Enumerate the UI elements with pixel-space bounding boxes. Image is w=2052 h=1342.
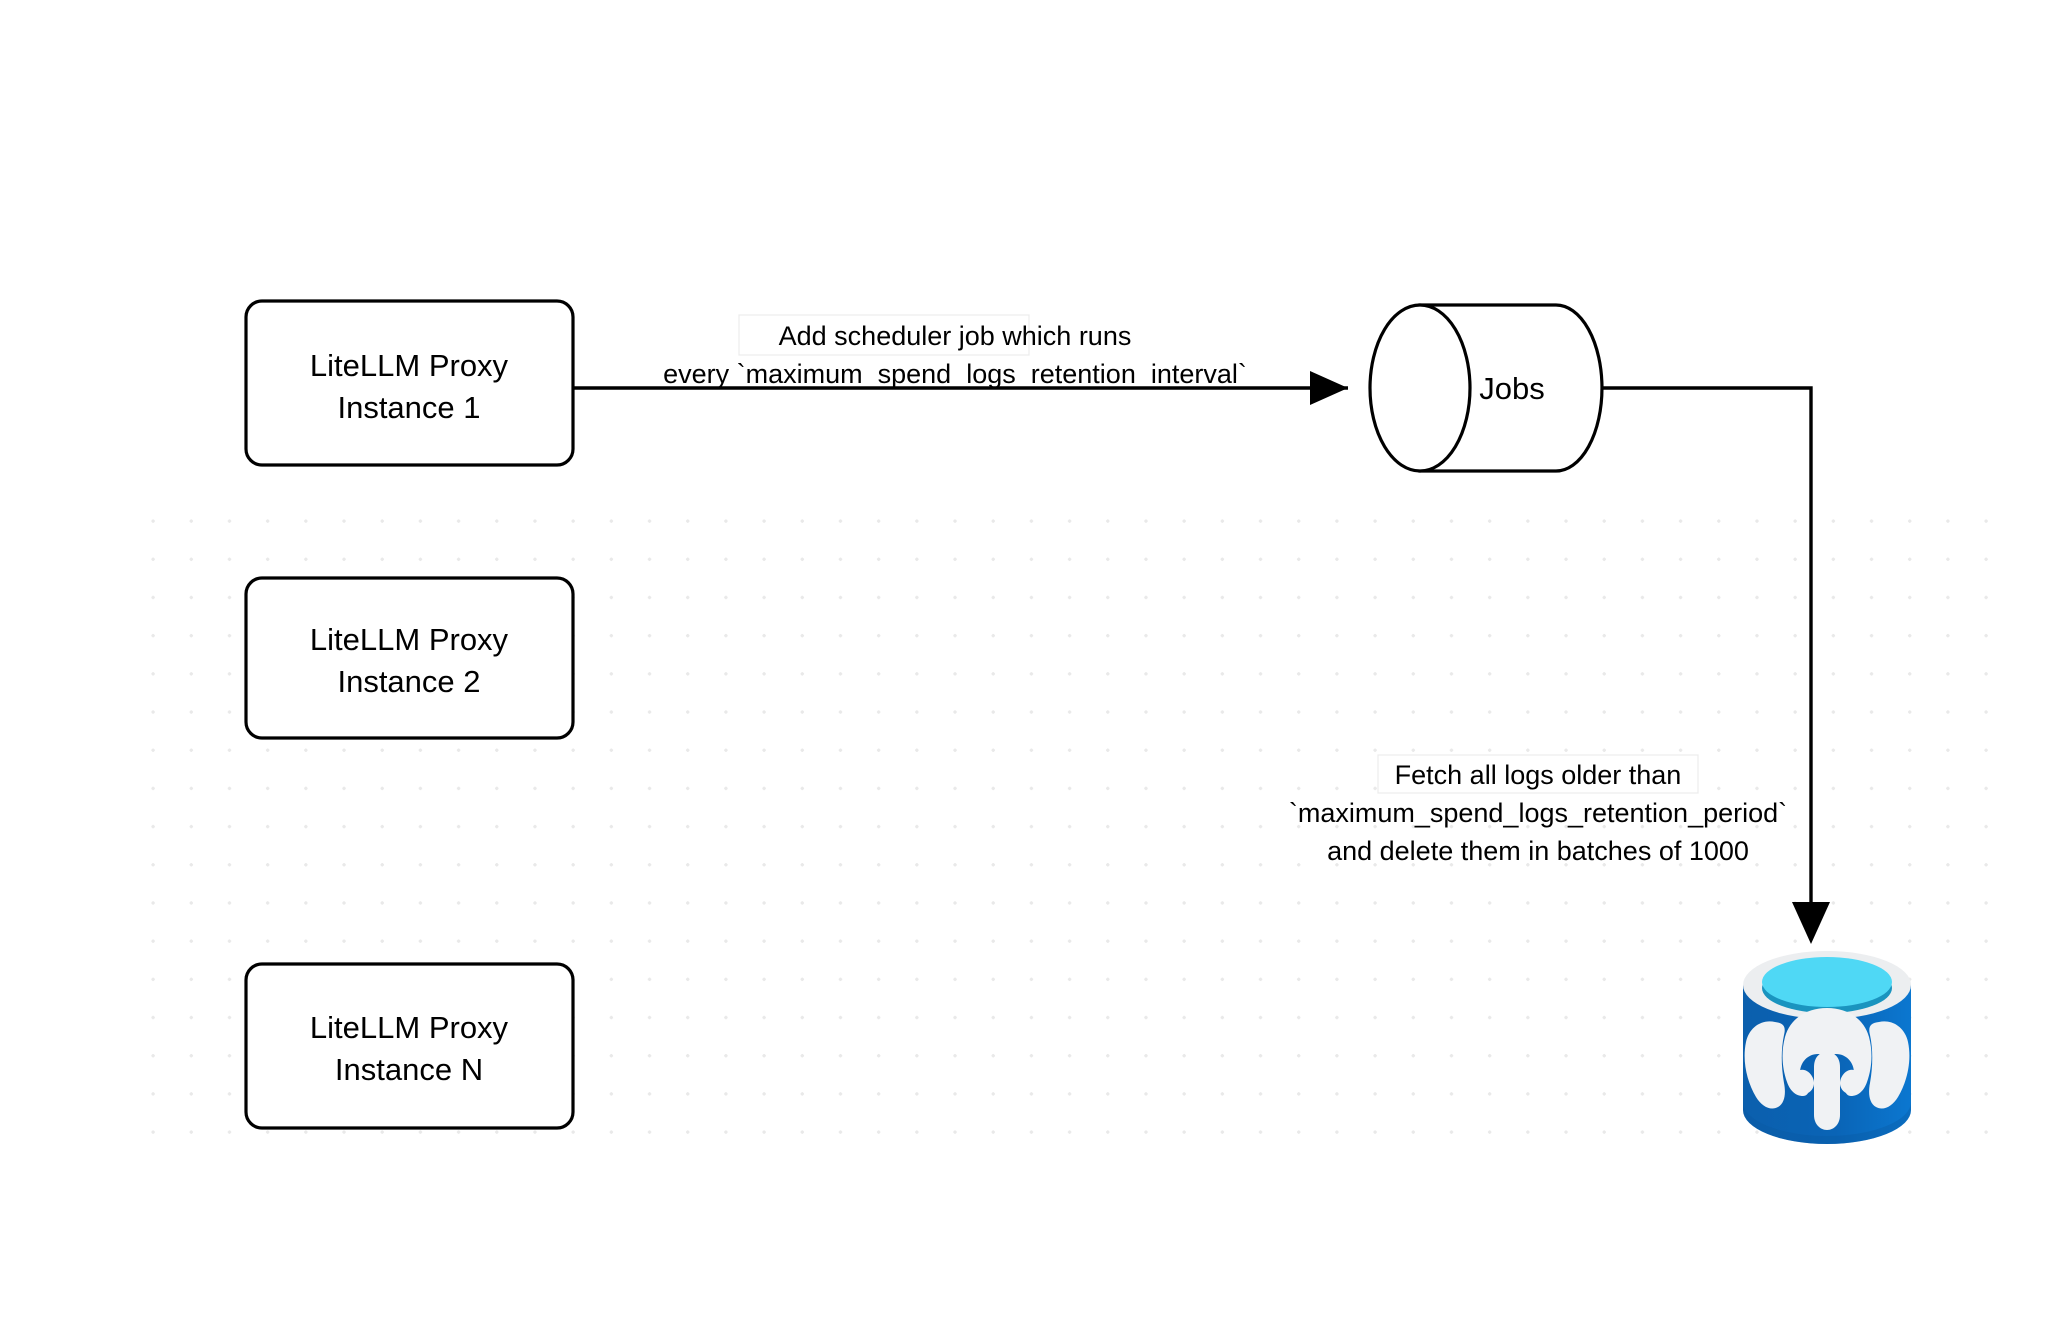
edge-label-highlight-box [738,314,1030,356]
jobs-cylinder-left-face [1368,303,1472,473]
node-label-2-line-1: LiteLLM Proxy [310,622,509,657]
node-label-1-line-2: Instance 1 [337,390,480,425]
node-box-shape-n[interactable] [244,962,575,1130]
edge-label-scheduler-job: Add scheduler job which runs every `maxi… [663,314,1247,389]
edge-label-2-line-3: and delete them in batches of 1000 [1327,836,1749,866]
jobs-cylinder-body[interactable] [1418,303,1604,473]
edge-jobs-to-postgres [1602,386,1830,944]
edge-label-line-1: Add scheduler job which runs [779,321,1132,351]
arrowhead-into-postgres [1792,902,1830,944]
edge-proxy1-to-jobs [573,371,1348,405]
node-litellm-proxy-instance-1[interactable]: LiteLLM Proxy Instance 1 [244,299,575,467]
edge-line-jobs-postgres [1602,386,1813,910]
edge-label-highlight-box-2 [1377,754,1699,794]
edge-label-fetch-delete-logs: Fetch all logs older than `maximum_spend… [1289,754,1787,866]
database-bottom-shade [1743,1102,1911,1144]
database-top-surface [1762,957,1892,1007]
node-label-n-line-2: Instance N [335,1052,483,1087]
node-jobs-cylinder[interactable]: Jobs [1368,303,1604,473]
edge-label-2-line-1: Fetch all logs older than [1395,760,1682,790]
edge-label-2-line-2: `maximum_spend_logs_retention_period` [1289,798,1787,828]
node-litellm-proxy-instance-2[interactable]: LiteLLM Proxy Instance 2 [244,576,575,740]
edge-label-line-2: every `maximum_spend_logs_retention_inte… [663,359,1247,389]
node-litellm-proxy-instance-n[interactable]: LiteLLM Proxy Instance N [244,962,575,1130]
node-label-1-line-1: LiteLLM Proxy [310,348,509,383]
node-box-shape-1[interactable] [244,299,575,467]
arrowhead-into-jobs [1310,371,1348,405]
node-box-shape-2[interactable] [244,576,575,740]
node-label-2-line-2: Instance 2 [337,664,480,699]
jobs-cylinder-label: Jobs [1479,371,1544,406]
postgres-elephant-logo [1744,1008,1910,1130]
postgresql-database-icon[interactable] [1743,951,1911,1144]
node-label-n-line-1: LiteLLM Proxy [310,1010,509,1045]
